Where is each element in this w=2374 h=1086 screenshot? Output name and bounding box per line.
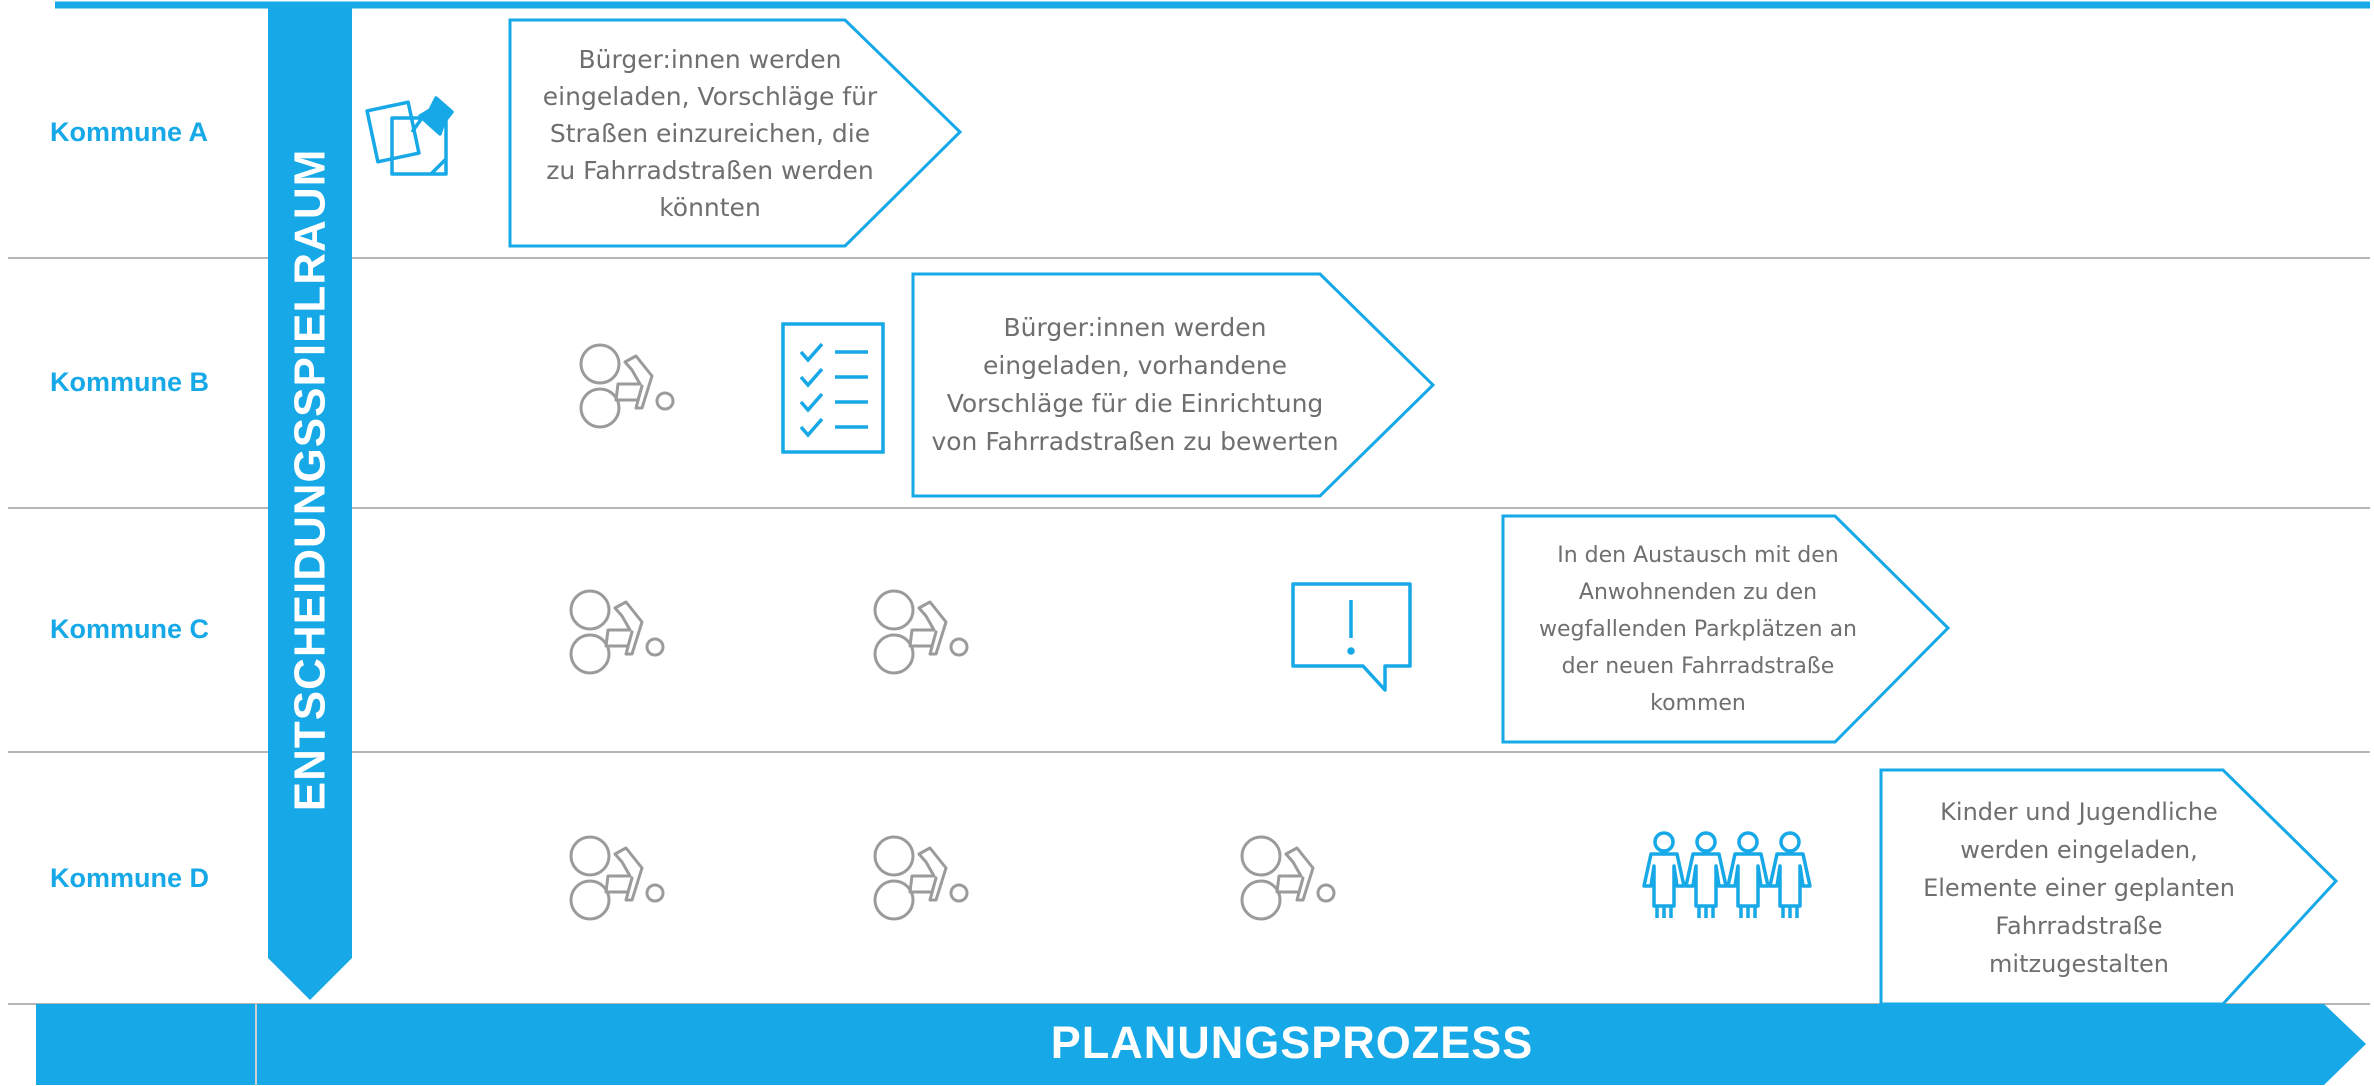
cyclist-icon <box>1240 835 1336 921</box>
callout-line: Elemente einer geplanten <box>1923 874 2235 902</box>
callout-line: werden eingeladen, <box>1960 836 2198 864</box>
callout-line: Kinder und Jugendliche <box>1940 798 2218 826</box>
callout-text-kommune-d: Kinder und Jugendliche werden eingeladen… <box>1883 774 2275 1002</box>
cyclist-icon <box>579 343 675 429</box>
cyclist-icon <box>873 835 969 921</box>
callout-line: Bürger:innen werden <box>578 44 842 74</box>
callout-line: kommen <box>1650 690 1746 716</box>
callout-line: zu Fahrradstraßen werden <box>546 155 874 185</box>
callout-line: eingeladen, Vorschläge für <box>542 81 878 111</box>
callout-shape-kommune-d <box>1879 768 2339 1006</box>
callout-text-kommune-c: In den Austausch mit den Anwohnenden zu … <box>1505 518 1891 740</box>
vertical-axis-arrow <box>268 5 352 1000</box>
callout-shape-kommune-b <box>911 272 1436 498</box>
horizontal-axis-label: PLANUNGSPROZESS <box>1050 1017 1534 1068</box>
callout-line: könnten <box>659 192 761 222</box>
cyclist-icon <box>569 835 665 921</box>
callout-line: Fahrradstraße <box>1995 912 2163 940</box>
callout-shape-kommune-c <box>1501 514 1951 744</box>
row-label-kommune-c: Kommune C <box>50 614 210 644</box>
row-label-kommune-b: Kommune B <box>50 367 210 397</box>
callout-text-kommune-b: Bürger:innen werden eingeladen, vorhande… <box>905 276 1365 494</box>
callout-shape-kommune-a <box>508 18 963 248</box>
cyclist-icon <box>873 589 969 675</box>
callout-line: Anwohnenden zu den <box>1578 579 1818 605</box>
callout-line: der neuen Fahrradstraße <box>1561 653 1835 679</box>
callout-line: Bürger:innen werden <box>1003 313 1267 342</box>
children-group-icon <box>1642 831 1812 920</box>
vertical-axis-label: ENTSCHEIDUNGSSPIELRAUM <box>285 148 334 812</box>
callout-text-kommune-a: Bürger:innen werden eingeladen, Vorschlä… <box>515 22 905 244</box>
callout-line: Straßen einzureichen, die <box>549 118 871 148</box>
horizontal-axis-arrow <box>36 1004 2366 1085</box>
callout-line: Vorschläge für die Einrichtung <box>946 389 1324 418</box>
callout-line: mitzugestalten <box>1989 950 2169 978</box>
sticky-notes-pin-icon <box>365 96 454 176</box>
callout-line: von Fahrradstraßen zu bewerten <box>931 427 1339 456</box>
callout-line: In den Austausch mit den <box>1557 542 1839 568</box>
callout-line: eingeladen, vorhandene <box>982 351 1288 380</box>
cyclist-icon <box>569 589 665 675</box>
speech-bubble-exclamation-icon <box>1291 582 1412 692</box>
callout-line: wegfallenden Parkplätzen an <box>1538 616 1858 642</box>
row-label-kommune-d: Kommune D <box>50 863 210 893</box>
row-label-kommune-a: Kommune A <box>50 117 209 147</box>
checklist-icon <box>781 322 885 454</box>
vertical-axis-title: ENTSCHEIDUNGSSPIELRAUM <box>268 5 352 955</box>
